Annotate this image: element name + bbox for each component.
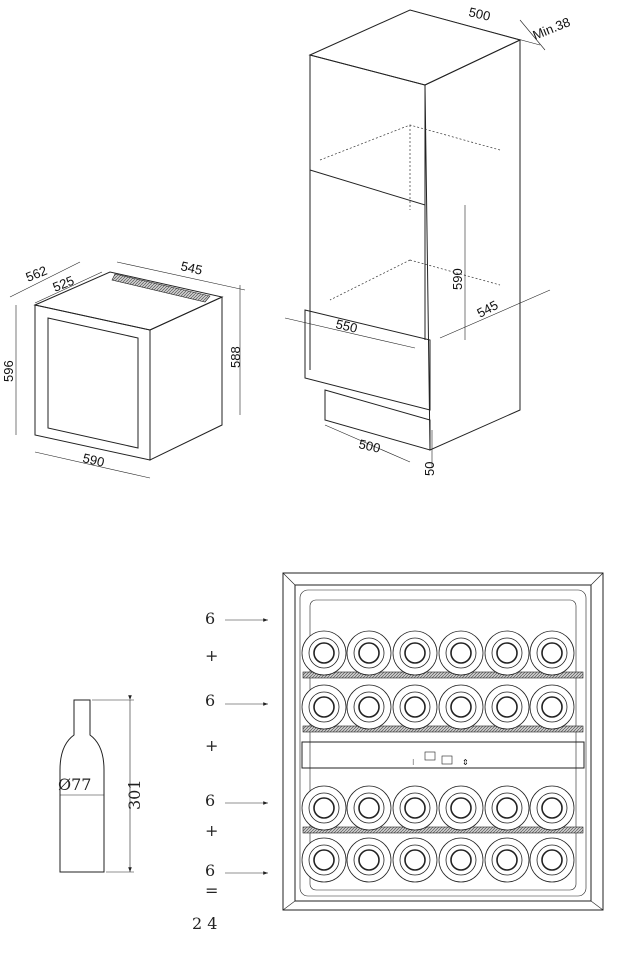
- bottle-end: [438, 837, 484, 883]
- bottle-end: [438, 785, 484, 831]
- cabinet-installation-view: 500 Min.38 590 545 550 500 50: [284, 4, 573, 476]
- bottle-end: [438, 684, 484, 730]
- fridge-front-view: ⁝ ⇕: [282, 572, 604, 911]
- bottle-drawing: Ø77 301: [58, 695, 144, 873]
- bottle-end: [392, 684, 438, 730]
- dim-plinth-height: 50: [422, 462, 437, 476]
- bottle-end: [392, 785, 438, 831]
- capacity-legend: 6 + 6 + 6 + 6 = 2 4: [192, 609, 268, 933]
- bottle-end: [438, 630, 484, 676]
- bottle-end: [346, 684, 392, 730]
- dim-niche-depth: 545: [474, 297, 500, 320]
- bottle-end: [484, 630, 530, 676]
- bottle-end: [301, 630, 347, 676]
- row-count: 6: [205, 861, 215, 880]
- dim-depth-body: 525: [51, 273, 77, 295]
- row-operator: =: [205, 881, 218, 900]
- dim-top-depth: 500: [467, 4, 492, 23]
- shelf: [302, 826, 584, 834]
- row-count: 6: [205, 691, 215, 710]
- display-icon: [424, 751, 436, 761]
- dim-depth-total: 562: [24, 263, 50, 285]
- bottle-end: [529, 785, 575, 831]
- dim-ventilation-gap: Min.38: [531, 14, 573, 43]
- bottle-end: [346, 785, 392, 831]
- capacity-total: 2 4: [192, 914, 217, 933]
- dim-niche-height: 590: [450, 268, 465, 290]
- row-operator: +: [205, 646, 218, 665]
- row-count: 6: [205, 791, 215, 810]
- control-panel: [301, 741, 585, 769]
- bottle-end: [484, 684, 530, 730]
- bottle-end: [346, 837, 392, 883]
- dim-width-front: 590: [81, 450, 106, 469]
- up-down-button-icon[interactable]: ⇕: [462, 758, 469, 767]
- bottle-end: [529, 630, 575, 676]
- dim-width-top: 545: [179, 258, 204, 277]
- bottle-diameter: Ø77: [58, 775, 91, 794]
- display-icon: [441, 755, 453, 765]
- bottle-end: [301, 837, 347, 883]
- row-count: 6: [205, 609, 215, 628]
- bottle-end: [392, 630, 438, 676]
- bottle-end: [392, 837, 438, 883]
- bottle-end: [484, 785, 530, 831]
- bottle-end: [484, 837, 530, 883]
- shelf: [302, 725, 584, 733]
- bottle-end: [301, 684, 347, 730]
- bottle-height: 301: [125, 779, 144, 810]
- dim-height-side: 588: [228, 346, 243, 368]
- light-button-icon[interactable]: ⁝: [412, 758, 415, 767]
- bottle-end: [529, 837, 575, 883]
- dim-niche-width: 550: [334, 316, 359, 335]
- bottle-end: [346, 630, 392, 676]
- vent-grille: [111, 273, 211, 303]
- dim-plinth-width: 500: [357, 436, 382, 455]
- bottle-end: [529, 684, 575, 730]
- appliance-isometric-view: 562 525 545 596 588 590: [1, 258, 246, 479]
- shelf: [302, 671, 584, 679]
- dim-height-front: 596: [1, 360, 16, 382]
- bottle-end: [301, 785, 347, 831]
- row-operator: +: [205, 736, 218, 755]
- row-operator: +: [205, 821, 218, 840]
